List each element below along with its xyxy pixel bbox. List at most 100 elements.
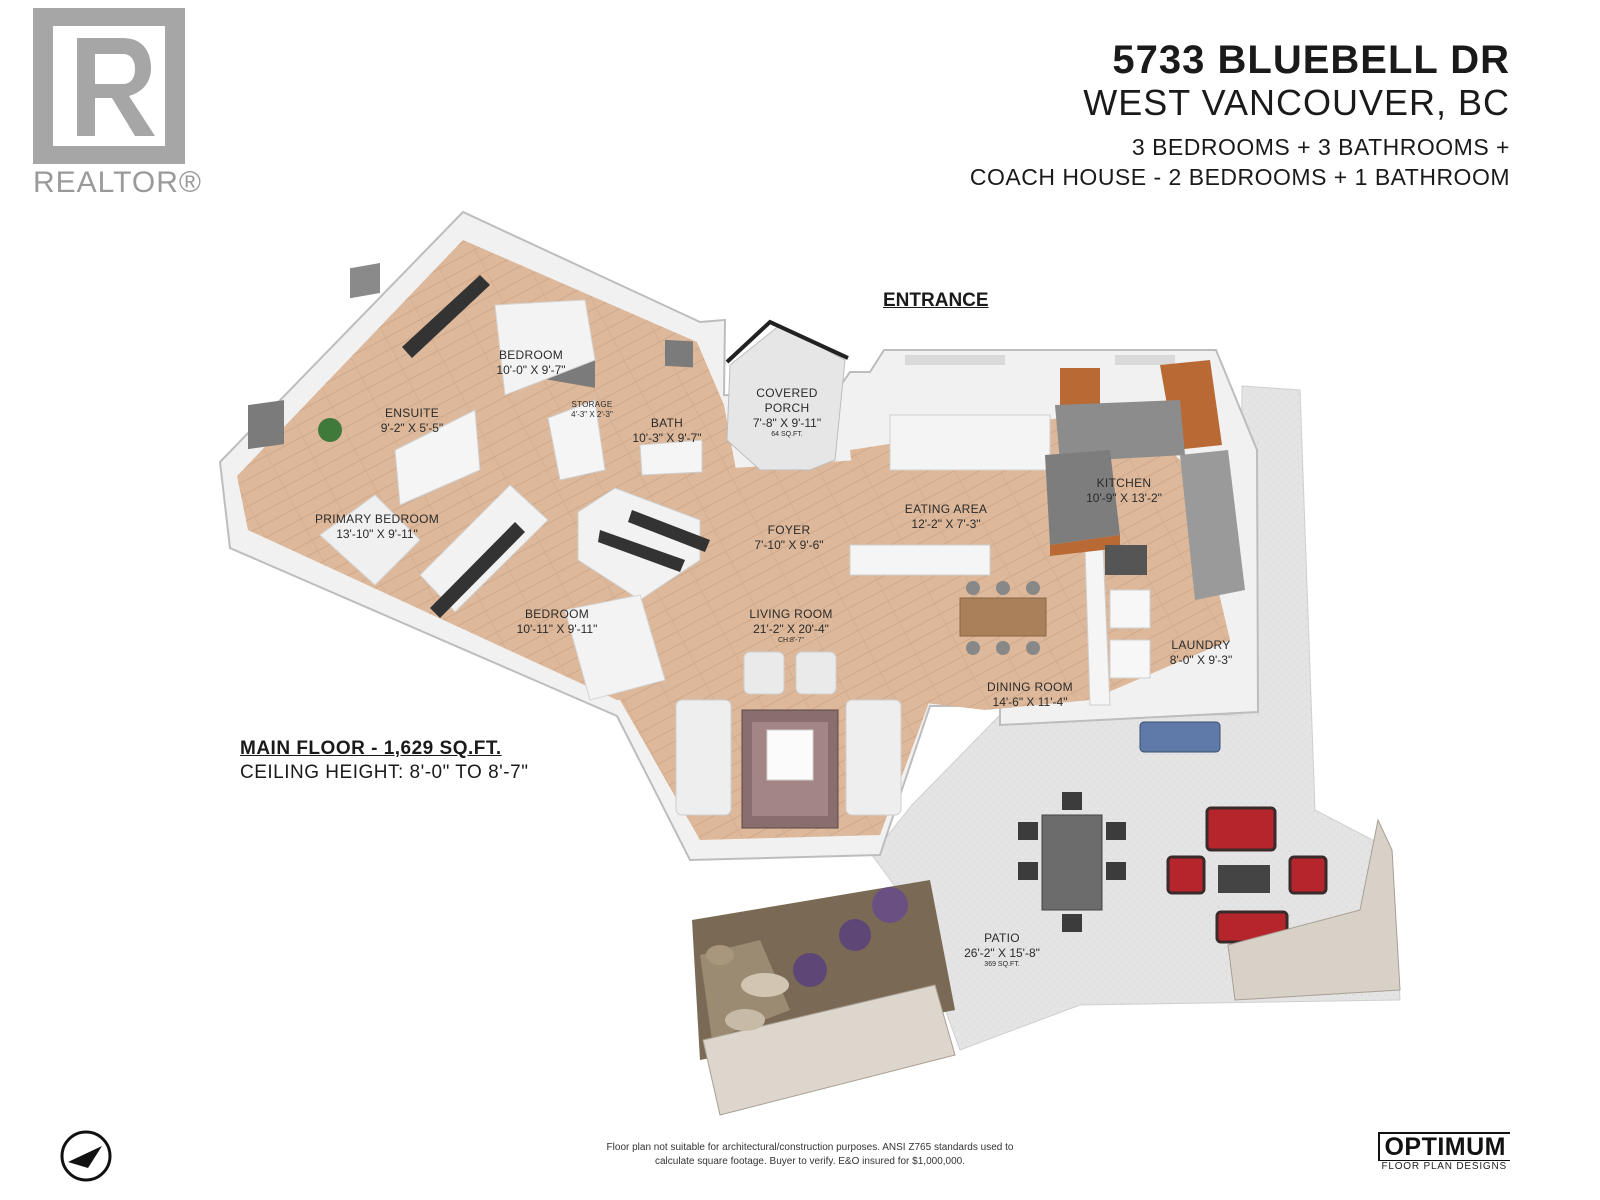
closet-clothes-3	[598, 530, 685, 572]
optimum-brand-logo: OPTIMUM FLOOR PLAN DESIGNS	[1378, 1132, 1510, 1172]
shrub	[872, 887, 908, 923]
shrub	[839, 919, 871, 951]
porch-railing	[725, 319, 849, 364]
wall-ensuite	[394, 409, 481, 506]
listing-summary-line1: 3 BEDROOMS + 3 BATHROOMS +	[1131, 134, 1510, 161]
kitchen-island	[1045, 450, 1120, 545]
patio-chair	[1018, 822, 1038, 840]
room-dimensions: 10'-0" X 9'-7"	[496, 363, 566, 377]
patio-chair	[1062, 914, 1082, 932]
kitchen-counter-side	[1180, 450, 1245, 600]
room-name: STORAGE	[571, 400, 613, 409]
window	[905, 355, 1005, 365]
closet-clothes-4	[628, 510, 710, 552]
patio-chair	[1018, 862, 1038, 880]
floor-area: MAIN FLOOR - 1,629 SQ.FT.	[240, 738, 502, 759]
room-label-foyer: FOYER 7'-10" X 9'-6"	[754, 523, 823, 553]
bed-top	[494, 299, 596, 396]
dining-table	[959, 597, 1047, 637]
realtor-logo-text: REALTOR®	[33, 166, 203, 199]
ceiling-height: CEILING HEIGHT: 8'-0" TO 8'-7"	[240, 762, 529, 783]
room-name: KITCHEN	[1096, 476, 1152, 490]
rock	[741, 973, 789, 997]
closet-clothes-2	[430, 522, 525, 618]
room-label-laundry: LAUNDRY 8'-0" X 9'-3"	[1170, 638, 1232, 668]
room-ceiling-height: CH:8'-7"	[778, 637, 804, 644]
realtor-logo: REALTOR®	[33, 8, 203, 200]
room-label-dining-room: DINING ROOM 14'-6" X 11'-4"	[987, 680, 1073, 710]
room-name: PATIO	[984, 931, 1020, 945]
room-name: BEDROOM	[498, 348, 564, 362]
room-area: 369 SQ.FT.	[984, 961, 1020, 968]
room-name: EATING AREA	[904, 502, 988, 516]
room-name: COVERED PORCH	[756, 386, 818, 415]
window	[665, 339, 693, 368]
room-label-storage: STORAGE 4'-3" X 2'-3"	[571, 400, 613, 420]
island-base	[1050, 535, 1120, 556]
brand-name: OPTIMUM	[1378, 1132, 1510, 1161]
kitchen-counter	[1055, 400, 1185, 462]
patio-chair	[1062, 792, 1082, 810]
listing-title-block: 5733 BLUEBELL DR WEST VANCOUVER, BC 3 BE…	[970, 38, 1510, 193]
dining-chair	[996, 641, 1010, 655]
floor-left-wing	[237, 240, 736, 700]
wall-dining	[849, 544, 991, 576]
coffee-table	[766, 729, 814, 781]
disclaimer: Floor plan not suitable for architectura…	[590, 1141, 1030, 1168]
room-name: ENSUITE	[384, 406, 440, 420]
dining-chair	[1026, 581, 1040, 595]
floor-right-wing	[850, 410, 1230, 710]
room-dimensions: 10'-9" X 13'-2"	[1086, 491, 1162, 505]
room-dimensions: 26'-2" X 15'-8"	[964, 946, 1040, 960]
room-dimensions: 7'-10" X 9'-6"	[754, 538, 824, 552]
plant	[318, 418, 342, 442]
rock	[706, 945, 734, 965]
room-label-bath: BATH 10'-3" X 9'-7"	[632, 416, 701, 446]
outdoor-coffee-table	[1218, 865, 1270, 893]
room-label-bedroom-mid: BEDROOM 10'-11" X 9'-11"	[517, 607, 598, 637]
stairs	[889, 414, 1051, 471]
room-dimensions: 10'-3" X 9'-7"	[632, 431, 702, 445]
room-label-bedroom-top: BEDROOM 10'-0" X 9'-7"	[496, 348, 565, 378]
sofa-left	[675, 699, 732, 816]
outdoor-chair	[1288, 855, 1328, 895]
window	[350, 262, 380, 299]
window	[1115, 355, 1175, 365]
room-dimensions: 13'-10" X 9'-11"	[336, 527, 418, 541]
disclaimer-line2: calculate square footage. Buyer to verif…	[655, 1155, 965, 1167]
dryer	[1109, 639, 1151, 679]
armchair	[795, 651, 837, 695]
dining-chair	[1026, 641, 1040, 655]
listing-summary-line2: COACH HOUSE - 2 BEDROOMS + 1 BATHROOM	[969, 164, 1510, 191]
room-dimensions: 14'-6" X 11'-4"	[992, 695, 1068, 709]
room-area: 64 SQ.FT.	[771, 431, 803, 438]
patio-chair	[1106, 822, 1126, 840]
rock	[725, 1009, 765, 1031]
listing-address: 5733 BLUEBELL DR	[1112, 38, 1510, 82]
room-label-ensuite: ENSUITE 9'-2" X 5'-5"	[381, 406, 443, 436]
room-dimensions: 21'-2" X 20'-4"	[753, 622, 829, 636]
bed-primary	[319, 494, 421, 586]
sofa-right	[845, 699, 902, 816]
room-dimensions: 10'-11" X 9'-11"	[516, 622, 598, 636]
kitchen-cabinets-upper	[1060, 368, 1100, 405]
room-dimensions: 9'-2" X 5'-5"	[380, 421, 444, 435]
bed-mid	[564, 594, 666, 701]
room-label-living-room: LIVING ROOM 21'-2" X 20'-4" CH:8'-7"	[749, 607, 832, 646]
patio-chair	[1106, 862, 1126, 880]
dining-chair	[966, 581, 980, 595]
wall-bath	[639, 439, 703, 476]
disclaimer-line1: Floor plan not suitable for architectura…	[606, 1142, 1014, 1153]
room-label-eating-area: EATING AREA 12'-2" X 7'-3"	[905, 502, 987, 532]
outdoor-sofa	[1205, 806, 1277, 852]
room-name: LIVING ROOM	[749, 607, 833, 621]
room-name: FOYER	[767, 523, 811, 537]
bbq-grill	[1139, 721, 1221, 753]
room-name: PRIMARY BEDROOM	[314, 512, 440, 526]
closet-clothes-1	[402, 275, 490, 358]
room-label-patio: PATIO 26'-2" X 15'-8" 369 SQ.FT.	[964, 931, 1040, 970]
fridge	[1105, 545, 1147, 575]
room-name: LAUNDRY	[1171, 638, 1231, 652]
room-dimensions: 4'-3" X 2'-3"	[571, 410, 613, 419]
